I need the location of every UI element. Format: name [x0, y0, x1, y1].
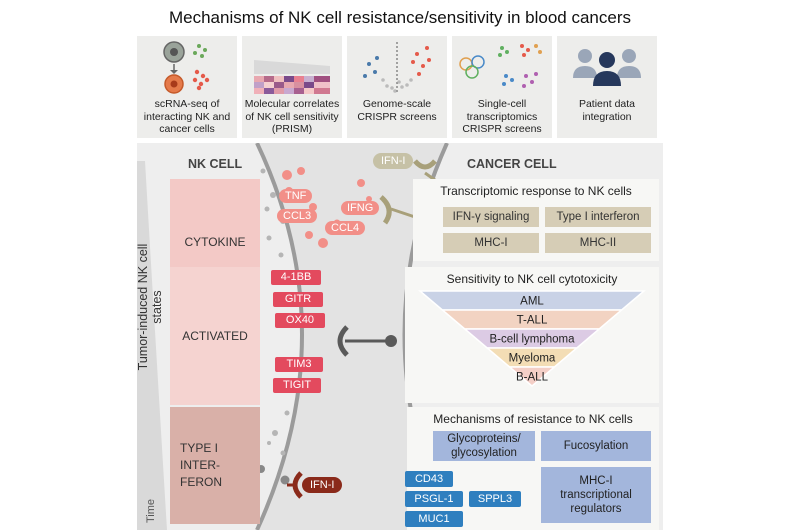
receptor-ox40: OX40: [275, 313, 325, 328]
gene-psgl-1: PSGL-1: [405, 491, 463, 507]
receptor-4-1bb: 4-1BB: [271, 270, 321, 285]
time-arrow: [137, 161, 167, 530]
nk-membrane: [255, 143, 304, 530]
method-sc-crispr: Single-cell transcriptomics CRISPR scree…: [452, 36, 552, 138]
method-patient: Patient data integration: [557, 36, 657, 138]
sensitivity-title: Sensitivity to NK cell cytotoxicity: [446, 272, 618, 286]
method-label: Genome-scale CRISPR screens: [357, 98, 437, 123]
state-type-i-interferon: TYPE I INTER-FERON: [170, 407, 260, 524]
nk-receptor-icon: [337, 325, 349, 357]
patients-icon: [573, 49, 641, 86]
ifn-receptor-icon: [413, 159, 437, 170]
ifn-i-top-label: IFN-I: [373, 153, 414, 169]
item-ifng-signaling: IFN-γ signaling: [443, 207, 539, 227]
funnel-band-label: Myeloma: [509, 353, 556, 365]
cancer-cell-header: CANCER CELL: [467, 157, 557, 171]
gene-muc1: MUC1: [405, 511, 463, 527]
sensitivity-box: Sensitivity to NK cell cytotoxicity AML T…: [405, 267, 659, 403]
transcriptomic-box: Transcriptomic response to NK cells IFN-…: [413, 179, 659, 261]
cytokine-ccl3: CCL3: [277, 209, 318, 223]
ligand-icon: [385, 335, 397, 347]
mhc-regulators-box: MHC-I transcriptional regulators: [541, 467, 651, 523]
nk-states-axis-label: Tumor-induced NK cell states: [137, 243, 164, 371]
time-label: Time: [145, 498, 158, 524]
ifng-receptor-icon: [379, 195, 392, 225]
state-activated: ACTIVATED: [170, 267, 260, 405]
method-label: Single-cell transcriptomics CRISPR scree…: [462, 98, 542, 135]
cytokine-ifng: IFNG: [341, 201, 380, 215]
item-mhc-i: MHC-I: [443, 233, 539, 253]
funnel-band: [507, 366, 557, 387]
receptor-stalk: [390, 207, 416, 219]
transcriptomic-title: Transcriptomic response to NK cells: [440, 184, 632, 198]
volcano-plot-icon: [363, 42, 431, 94]
item-mhc-ii: MHC-II: [545, 233, 651, 253]
method-prism: Molecular correlates of NK cell sensitiv…: [242, 36, 342, 138]
method-label: scRNA-seq of interacting NK and cancer c…: [143, 98, 231, 135]
funnel-band-label: AML: [520, 296, 544, 308]
gene-cd43: CD43: [405, 471, 453, 487]
funnel-band-label: B-ALL: [516, 372, 549, 384]
gene-sppl3: SPPL3: [469, 491, 521, 507]
method-crispr: Genome-scale CRISPR screens: [347, 36, 447, 138]
diagram-panel: Tumor-induced NK cell states Time NK CEL…: [137, 143, 663, 530]
ifn-i-bottom-label: IFN-I: [302, 477, 343, 493]
fucosylation-box: Fucosylation: [541, 431, 651, 461]
nk-cell-header: NK CELL: [188, 157, 243, 171]
figure-title: Mechanisms of NK cell resistance/sensiti…: [168, 8, 632, 27]
resistance-box: Mechanisms of resistance to NK cells Gly…: [405, 407, 659, 530]
method-label: Patient data integration: [578, 98, 636, 123]
method-label: Molecular correlates of NK cell sensitiv…: [244, 98, 340, 135]
funnel-band-label: T-ALL: [517, 315, 548, 327]
receptor-tim3: TIM3: [275, 357, 323, 372]
cell-interaction-icon: [163, 41, 210, 94]
receptor-tigit: TIGIT: [273, 378, 321, 393]
single-cell-icon: [459, 44, 542, 88]
funnel-band-label: B-cell lymphoma: [490, 334, 576, 346]
cytokine-ccl4: CCL4: [325, 221, 366, 235]
resistance-title: Mechanisms of resistance to NK cells: [433, 412, 633, 426]
heatmap-icon: [254, 60, 330, 94]
method-scrnaseq: scRNA-seq of interacting NK and cancer c…: [137, 36, 237, 138]
receptor-gitr: GITR: [273, 292, 323, 307]
cytokine-tnf: TNF: [279, 189, 313, 203]
item-type-i-interferon: Type I interferon: [545, 207, 651, 227]
ifn-dot: [280, 475, 290, 485]
glycosylation-box: Glycoproteins/ glycosylation: [433, 431, 535, 461]
